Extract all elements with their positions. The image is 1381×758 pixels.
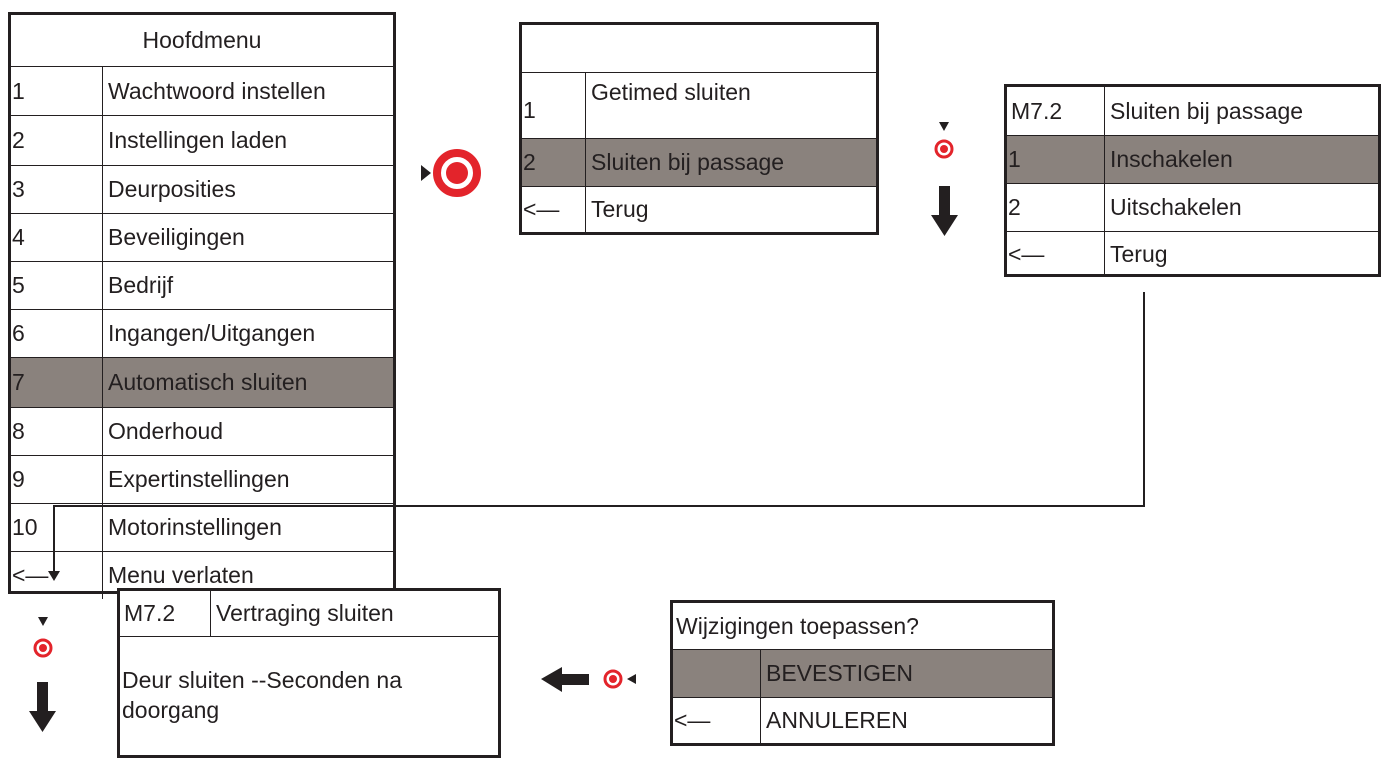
menu-item-exit[interactable]: <— Menu verlaten <box>11 551 393 599</box>
ok-button-icon <box>603 669 636 689</box>
delay-screen: M7.2 Vertraging sluiten Deur sluiten --S… <box>117 588 501 758</box>
menu-item-10[interactable]: 10 Motorinstellingen <box>11 503 393 551</box>
menu-item-7-selected[interactable]: 7 Automatisch sluiten <box>11 357 393 407</box>
menu-item-label: Motorinstellingen <box>108 514 282 540</box>
menu-item-number: 3 <box>11 166 103 213</box>
down-arrow-icon <box>29 682 56 732</box>
main-menu-list: 1 Wachtwoord instellen 2 Instellingen la… <box>11 67 393 599</box>
m72-code: M7.2 <box>1007 87 1105 135</box>
m72-passage-menu: M7.2 Sluiten bij passage 1 Inschakelen 2… <box>1004 84 1381 277</box>
menu-item-label: Instellingen laden <box>108 127 288 153</box>
confirm-question: Wijzigingen toepassen? <box>673 603 1052 649</box>
connector-line <box>53 292 1145 575</box>
m72-item-label: Uitschakelen <box>1110 194 1242 220</box>
menu-item-label: Deurposities <box>108 176 236 202</box>
main-menu-title: Hoofdmenu <box>11 15 393 67</box>
delay-line-1: Deur sluiten --Seconden na <box>122 667 402 693</box>
m72-item-back[interactable]: <— Terug <box>1007 231 1378 277</box>
menu-item-number: 7 <box>11 358 103 407</box>
confirm-option-cancel[interactable]: <— ANNULEREN <box>673 697 1052 743</box>
auto-close-submenu: 1 Getimed sluiten 2 Sluiten bij passage … <box>519 22 879 235</box>
delay-body: Deur sluiten --Seconden na doorgang <box>120 636 498 746</box>
menu-item-number: 9 <box>11 456 103 503</box>
m72-item-number: 2 <box>1007 184 1105 231</box>
menu-item-6[interactable]: 6 Ingangen/Uitgangen <box>11 309 393 357</box>
submenu-item-label: Terug <box>591 196 649 222</box>
submenu-item-number: 2 <box>522 139 586 186</box>
confirm-question-text: Wijzigingen toepassen? <box>676 612 919 639</box>
menu-item-label: Menu verlaten <box>108 562 254 588</box>
confirm-option-label: ANNULEREN <box>766 707 908 733</box>
menu-item-label: Beveiligingen <box>108 224 245 250</box>
delay-header: M7.2 Vertraging sluiten <box>120 591 498 636</box>
submenu-title <box>522 25 876 73</box>
menu-item-9[interactable]: 9 Expertinstellingen <box>11 455 393 503</box>
menu-item-label: Expertinstellingen <box>108 466 290 492</box>
left-arrow-icon <box>541 667 589 692</box>
menu-item-label: Ingangen/Uitgangen <box>108 320 316 346</box>
connector-arrowhead-icon <box>48 571 60 581</box>
confirm-option-number <box>673 650 761 697</box>
submenu-list: 1 Getimed sluiten 2 Sluiten bij passage … <box>522 73 876 232</box>
menu-item-1[interactable]: 1 Wachtwoord instellen <box>11 67 393 115</box>
menu-item-label: Automatisch sluiten <box>108 369 308 395</box>
m72-item-number: <— <box>1007 232 1105 277</box>
confirm-dialog: Wijzigingen toepassen? BEVESTIGEN <— ANN… <box>670 600 1055 746</box>
submenu-item-label: Sluiten bij passage <box>591 149 785 175</box>
menu-item-number: 8 <box>11 408 103 455</box>
delay-line-2: doorgang <box>122 697 220 723</box>
m72-item-label: Terug <box>1110 241 1168 267</box>
ok-button-icon <box>934 122 954 159</box>
menu-item-number: 4 <box>11 214 103 261</box>
submenu-item-number: 1 <box>522 73 586 138</box>
m72-header: M7.2 Sluiten bij passage <box>1007 87 1378 135</box>
ok-button-icon <box>33 617 53 658</box>
menu-item-2[interactable]: 2 Instellingen laden <box>11 115 393 165</box>
menu-item-number: 2 <box>11 116 103 165</box>
menu-item-number: 5 <box>11 262 103 309</box>
menu-item-label: Onderhoud <box>108 418 224 444</box>
submenu-item-1[interactable]: 1 Getimed sluiten <box>522 73 876 138</box>
submenu-item-label: Getimed sluiten <box>591 79 751 105</box>
submenu-item-back[interactable]: <— Terug <box>522 186 876 232</box>
menu-item-5[interactable]: 5 Bedrijf <box>11 261 393 309</box>
confirm-option-number: <— <box>673 698 761 743</box>
menu-item-number: 1 <box>11 67 103 115</box>
m72-item-label: Inschakelen <box>1110 146 1233 172</box>
m72-item-1-selected[interactable]: 1 Inschakelen <box>1007 135 1378 183</box>
menu-item-label: Bedrijf <box>108 272 174 298</box>
submenu-item-2-selected[interactable]: 2 Sluiten bij passage <box>522 138 876 186</box>
ok-button-icon <box>421 149 481 197</box>
menu-item-4[interactable]: 4 Beveiligingen <box>11 213 393 261</box>
m72-title: Sluiten bij passage <box>1110 97 1304 124</box>
submenu-item-number: <— <box>522 187 586 232</box>
m72-item-number: 1 <box>1007 136 1105 183</box>
down-arrow-icon <box>931 186 958 236</box>
confirm-option-label: BEVESTIGEN <box>766 660 913 686</box>
menu-item-label: Wachtwoord instellen <box>108 77 326 104</box>
delay-title: Vertraging sluiten <box>216 600 394 626</box>
confirm-option-confirm-selected[interactable]: BEVESTIGEN <box>673 649 1052 697</box>
menu-item-number: 6 <box>11 310 103 357</box>
menu-item-3[interactable]: 3 Deurposities <box>11 165 393 213</box>
main-menu: Hoofdmenu 1 Wachtwoord instellen 2 Inste… <box>8 12 396 599</box>
m72-item-2[interactable]: 2 Uitschakelen <box>1007 183 1378 231</box>
menu-item-8[interactable]: 8 Onderhoud <box>11 407 393 455</box>
menu-item-number: 10 <box>11 504 103 551</box>
delay-code: M7.2 <box>120 591 211 636</box>
menu-item-number: <— <box>11 552 103 599</box>
